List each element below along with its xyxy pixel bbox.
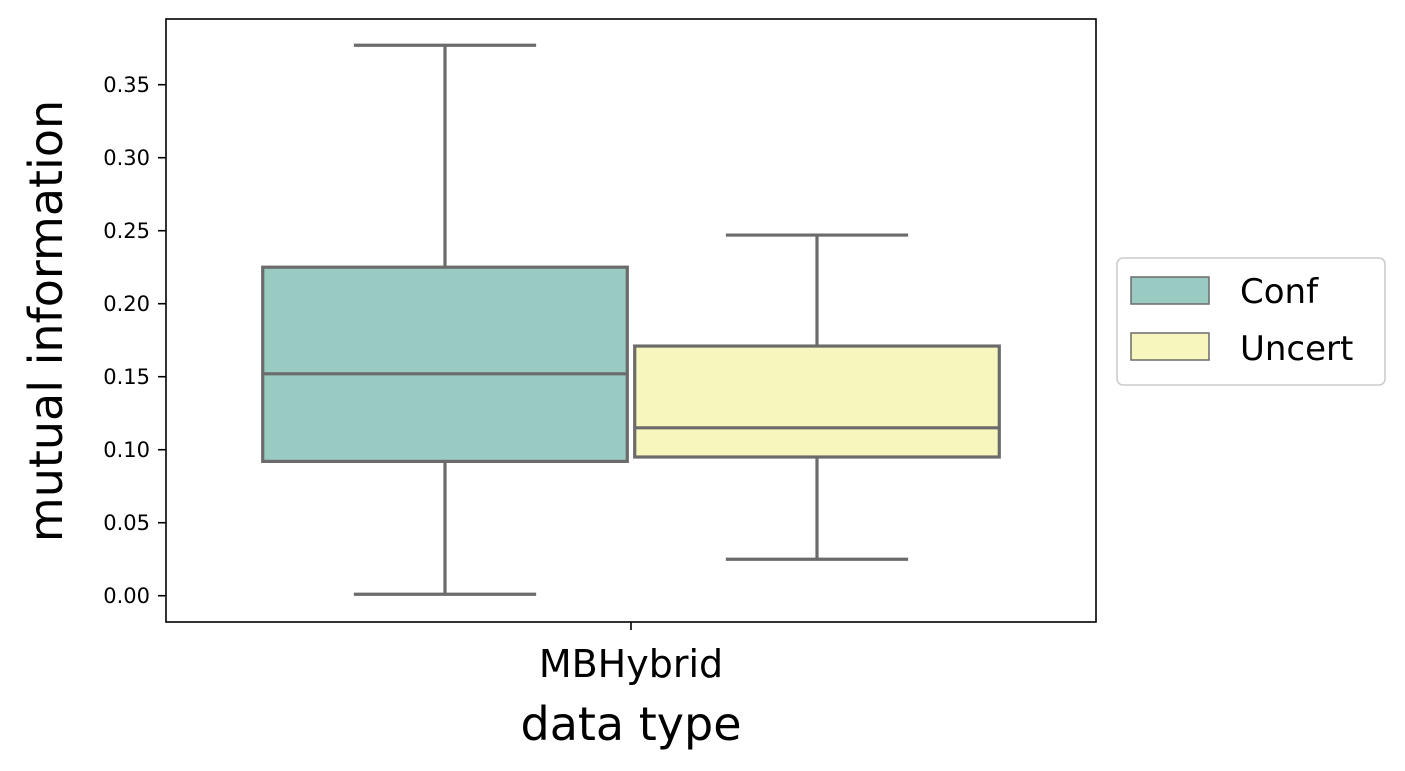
box-body-uncert	[633, 344, 1001, 459]
x-axis-title: data type	[521, 697, 742, 751]
box-conf	[261, 43, 629, 596]
y-tick-label: 0.05	[103, 511, 150, 535]
y-axis: 0.00 0.05 0.10 0.15 0.20 0.25 0.30 0.35	[103, 73, 166, 608]
y-tick-label: 0.30	[103, 146, 150, 170]
y-tick-label: 0.00	[103, 584, 150, 608]
y-tick-label: 0.35	[103, 73, 150, 97]
y-tick-label: 0.20	[103, 292, 150, 316]
boxes-layer	[261, 43, 1001, 596]
legend-swatch-conf	[1130, 276, 1210, 305]
x-axis: MBHybrid	[539, 622, 723, 686]
box-uncert	[633, 233, 1001, 561]
legend: Conf Uncert	[1116, 257, 1386, 386]
legend-label-uncert: Uncert	[1240, 329, 1353, 369]
y-tick-label: 0.10	[103, 438, 150, 462]
box-body-conf	[261, 265, 629, 463]
y-axis-title: mutual information	[19, 100, 73, 542]
y-tick-label: 0.25	[103, 219, 150, 243]
y-tick-label: 0.15	[103, 365, 150, 389]
legend-label-conf: Conf	[1240, 272, 1319, 312]
legend-swatch-uncert	[1130, 332, 1210, 361]
x-tick-label: MBHybrid	[539, 642, 723, 686]
